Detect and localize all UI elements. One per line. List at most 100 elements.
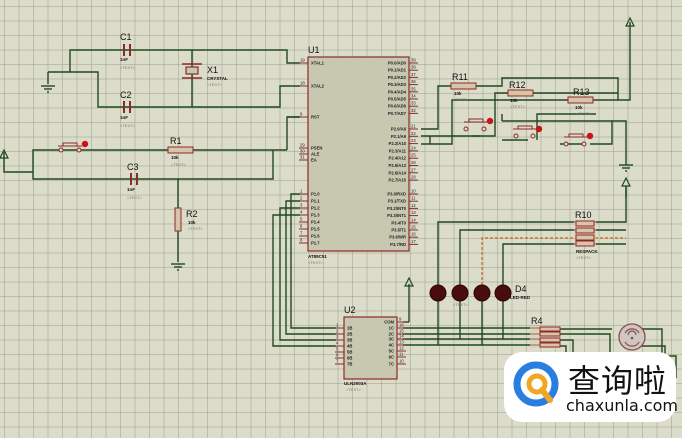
pin-number: 12: [399, 346, 404, 351]
chip-pin[interactable]: 44B: [335, 341, 352, 349]
chip-pin[interactable]: 8P1.7: [299, 238, 320, 246]
r4-ref: R4: [531, 316, 543, 326]
resistor-r2[interactable]: R2 10k <TEXT>: [174, 207, 204, 232]
chip-pin[interactable]: 11B: [335, 323, 352, 331]
pin-number: 35: [411, 86, 416, 91]
led-2[interactable]: [451, 284, 469, 302]
r10-ref: R10: [575, 210, 592, 220]
capacitor-c2[interactable]: C2 1nF <TEXT>: [120, 90, 136, 128]
chip-pin[interactable]: 7P1.6: [299, 231, 320, 239]
chip-pin[interactable]: 77B: [335, 359, 352, 367]
resistor-pack-r10[interactable]: R10 RESPACK <TEXT>: [574, 210, 598, 260]
pin-label: P1.4: [311, 220, 320, 225]
capacitor-c3[interactable]: C3 1nF <TEXT>: [127, 162, 143, 200]
key-button-2[interactable]: [513, 125, 543, 139]
chip-pin[interactable]: 66B: [335, 353, 352, 361]
pin-number: 6: [300, 224, 303, 229]
pin-number: 10: [399, 359, 404, 364]
chip-pin[interactable]: 22B: [335, 329, 352, 337]
resistor-r12[interactable]: R12 10k <TEXT>: [507, 80, 534, 109]
resistor-r11[interactable]: R11 10k <TEXT>: [450, 72, 477, 102]
chip-pin[interactable]: 55B: [335, 347, 352, 355]
pin-label: 7B: [347, 362, 352, 367]
pin-label: P3.3/INT1: [387, 213, 407, 218]
crystal-x1[interactable]: X1 CRYSTAL <TEXT>: [182, 63, 228, 87]
pin-number: 22: [411, 131, 416, 136]
stepper-motor[interactable]: [618, 323, 646, 351]
u2-ref: U2: [344, 305, 356, 315]
chip-pin[interactable]: 33B: [335, 335, 352, 343]
driver-u2[interactable]: U2 ULN2003A <TEXT> 11B22B33B44B55B66B77B…: [335, 305, 406, 392]
chip-pin[interactable]: 2P1.1: [299, 196, 320, 204]
reset-pushbutton[interactable]: [58, 140, 89, 153]
pin-number: 29: [300, 143, 305, 148]
pin-label: 3B: [347, 338, 352, 343]
led-3[interactable]: [473, 284, 491, 302]
microcontroller-u1[interactable]: U1 AT89C51 <TEXT> 19XTAL118XTAL29RST29PS…: [299, 45, 418, 265]
pin-label: P0.0/AD0: [388, 61, 407, 66]
led-1[interactable]: [429, 284, 447, 302]
resistor-pack-r4[interactable]: R4: [530, 316, 561, 348]
pin-number: 6: [336, 353, 339, 358]
chip-pin[interactable]: 3P1.2: [299, 203, 320, 211]
pin-label: P0.1/AD1: [388, 68, 407, 73]
chip-pin[interactable]: 5P1.4: [299, 217, 320, 225]
pin-number: 15: [411, 225, 416, 230]
pin-number: 7: [300, 231, 303, 236]
chip-pin[interactable]: 1P1.0: [299, 189, 320, 197]
pin-label: 5B: [347, 350, 352, 355]
resistor-r1[interactable]: R1 10k <TEXT>: [167, 136, 194, 167]
resistor-r13[interactable]: R13 10k <TEXT>: [567, 87, 594, 116]
pin-number: 13: [411, 210, 416, 215]
power-terminal-icon: [621, 176, 631, 187]
key-button-3[interactable]: [563, 132, 594, 147]
chip-pin[interactable]: 6P1.5: [299, 224, 320, 232]
pin-label: P1.6: [311, 234, 320, 239]
capacitor-c1[interactable]: C1 1nF <TEXT>: [120, 32, 136, 70]
pin-number: 16: [411, 232, 416, 237]
chip-pin[interactable]: 4P1.3: [299, 210, 320, 218]
led-4[interactable]: [494, 284, 512, 302]
pin-label: P1.1: [311, 199, 320, 204]
key-button-1[interactable]: [463, 117, 494, 132]
pin-number: 12: [411, 203, 416, 208]
